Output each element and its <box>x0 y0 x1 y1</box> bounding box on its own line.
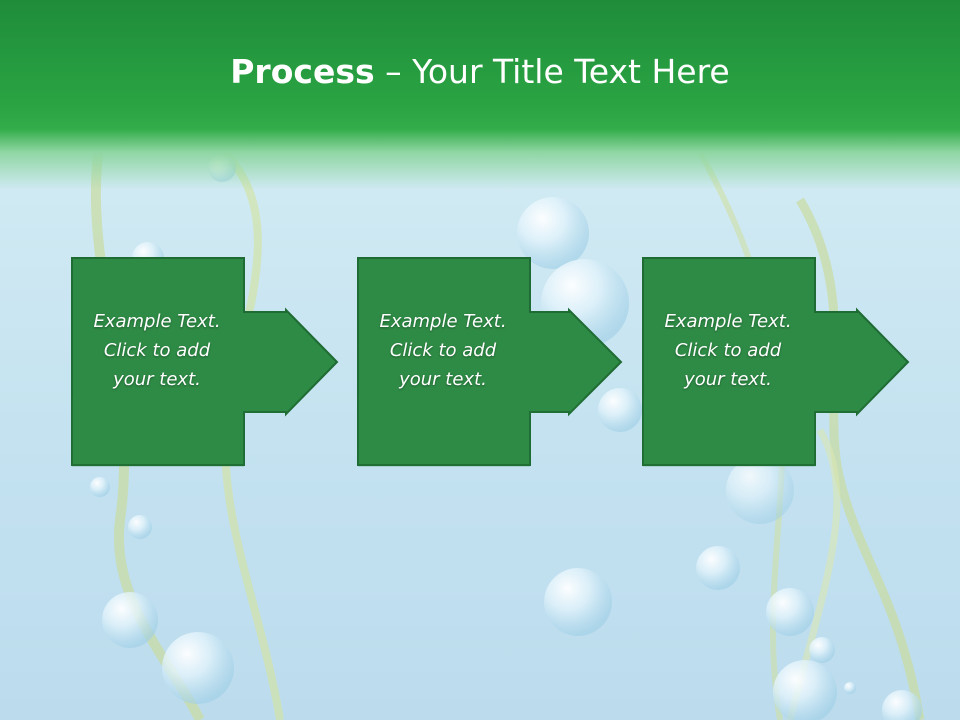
arrow-shape-3 <box>642 257 910 466</box>
title-bar <box>0 0 960 190</box>
step-text-3: Example Text. Click to add your text. <box>664 311 792 390</box>
step-reflection-2 <box>357 398 627 468</box>
title-rest-text: – Your Title Text Here <box>374 52 730 91</box>
step-reflection-1 <box>71 398 341 468</box>
process-step-2[interactable]: Example Text. Click to add your text. <box>357 257 627 467</box>
title-bold-text: Process <box>230 52 375 91</box>
process-step-1[interactable]: Example Text. Click to add your text. <box>71 257 341 467</box>
step-reflection-3 <box>642 398 912 468</box>
process-step-3[interactable]: Example Text. Click to add your text. <box>642 257 912 467</box>
step-text-1: Example Text. Click to add your text. <box>93 311 221 390</box>
step-text-2: Example Text. Click to add your text. <box>379 311 507 390</box>
arrow-shape-1 <box>71 257 339 466</box>
slide-title[interactable]: Process – Your Title Text Here <box>0 52 960 91</box>
arrow-shape-2 <box>357 257 623 466</box>
